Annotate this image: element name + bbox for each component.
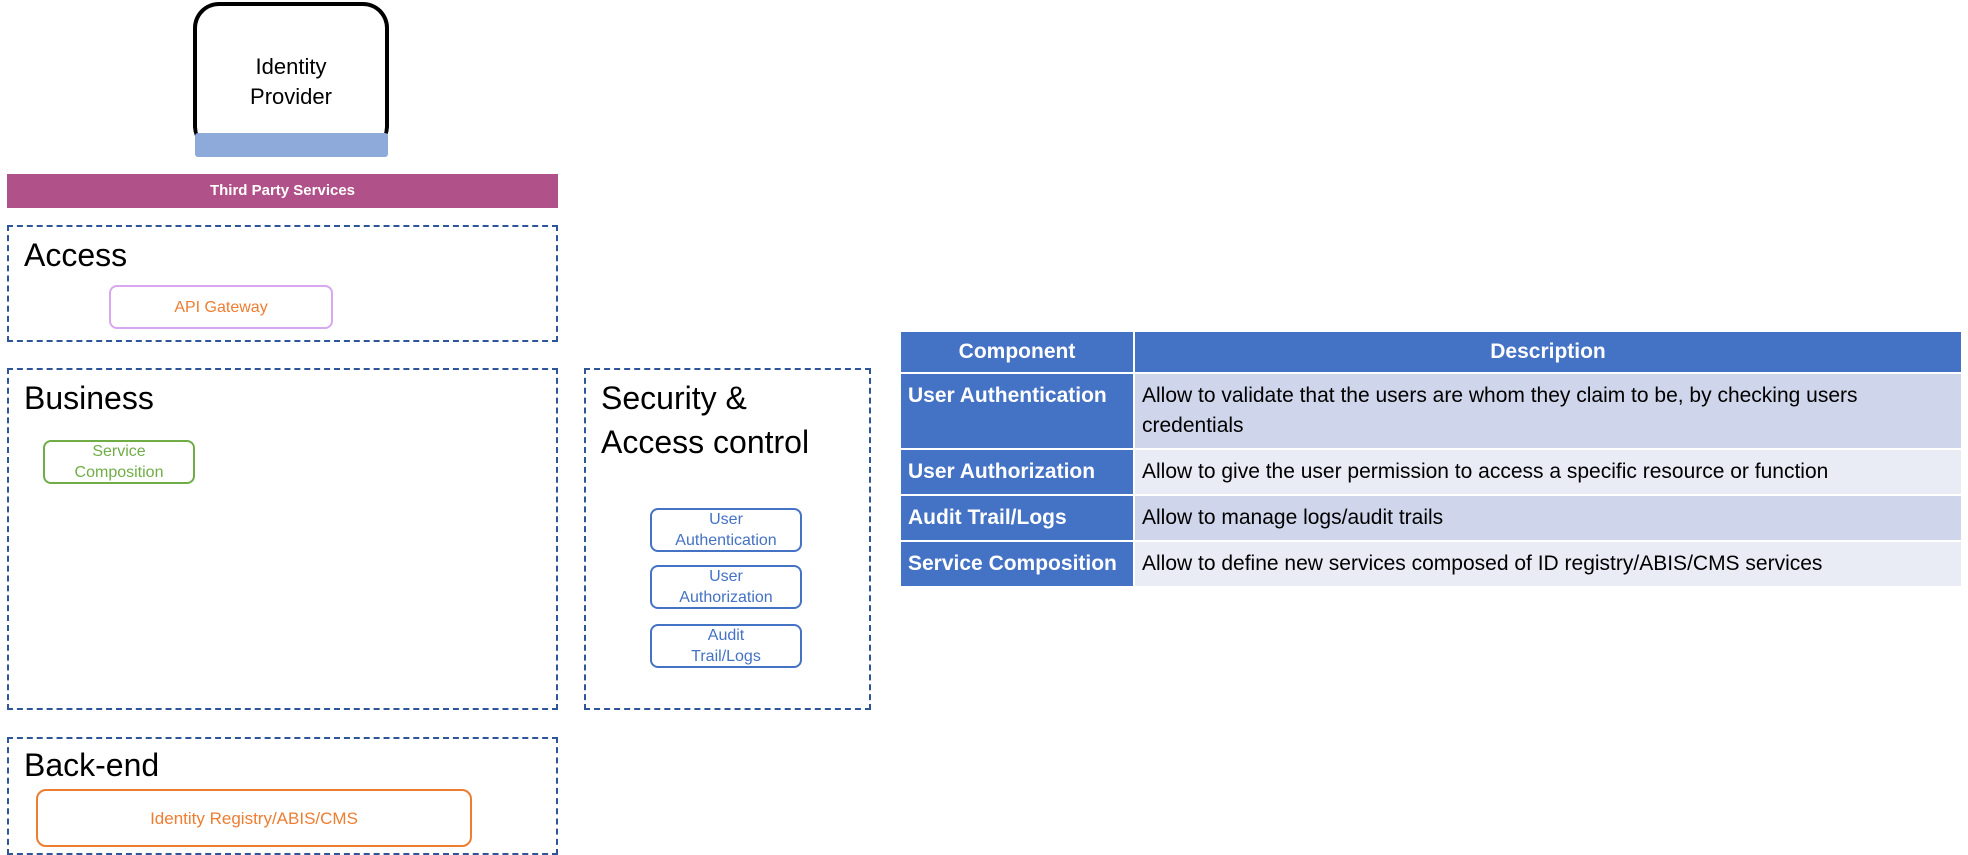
security-layer-title: Security & Access control — [601, 380, 810, 460]
backend-layer: Back-end Identity Registry/ABIS/CMS — [7, 737, 558, 855]
service-composition-component: Service Composition — [43, 440, 195, 484]
table-row: Service Composition Allow to define new … — [901, 542, 1961, 586]
audit-trail-logs-component: Audit Trail/Logs — [650, 624, 802, 668]
identity-provider-label: Identity Provider — [250, 54, 332, 109]
user-authentication-component: User Authentication — [650, 508, 802, 552]
access-layer-title: Access — [24, 237, 128, 273]
table-header-row: Component Description — [901, 332, 1961, 372]
third-party-services-bar: Third Party Services — [7, 174, 558, 208]
row-description: Allow to validate that the users are who… — [1135, 374, 1961, 448]
row-description: Allow to define new services composed of… — [1135, 542, 1961, 586]
api-gateway-component: API Gateway — [109, 285, 333, 329]
row-component-name: User Authorization — [901, 450, 1133, 494]
identity-registry-component: Identity Registry/ABIS/CMS — [36, 789, 472, 847]
row-description: Allow to give the user permission to acc… — [1135, 450, 1961, 494]
table-row: Audit Trail/Logs Allow to manage logs/au… — [901, 496, 1961, 540]
business-layer-title: Business — [24, 380, 154, 416]
security-access-control-layer: Security & Access control User Authentic… — [584, 368, 871, 710]
identity-provider-base — [195, 133, 388, 157]
table-row: User Authentication Allow to validate th… — [901, 374, 1961, 448]
access-layer: Access API Gateway — [7, 225, 558, 342]
backend-layer-title: Back-end — [24, 747, 160, 783]
row-component-name: User Authentication — [901, 374, 1133, 448]
row-description: Allow to manage logs/audit trails — [1135, 496, 1961, 540]
row-component-name: Service Composition — [901, 542, 1133, 586]
row-component-name: Audit Trail/Logs — [901, 496, 1133, 540]
identity-provider-box: Identity Provider — [193, 2, 389, 152]
user-authorization-component: User Authorization — [650, 565, 802, 609]
column-header-component: Component — [901, 332, 1133, 372]
component-description-table: Component Description User Authenticatio… — [899, 330, 1963, 588]
table-row: User Authorization Allow to give the use… — [901, 450, 1961, 494]
column-header-description: Description — [1135, 332, 1961, 372]
business-layer: Business Service Composition — [7, 368, 558, 710]
